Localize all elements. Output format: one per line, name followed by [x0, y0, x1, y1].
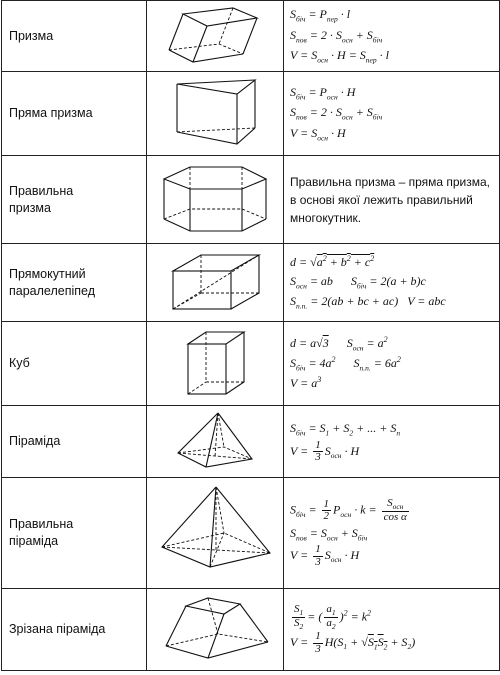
formula-volume: V = Sосн · H = Sпер · l [290, 48, 389, 65]
cuboid-figure [146, 243, 284, 322]
right-triangular-prism-figure [146, 71, 284, 156]
table-row-right-prism: Пряма призма Sбіч = Pосн · H Sпов = 2 · … [1, 71, 500, 156]
row-label-regular-prism: Правильна призма [1, 155, 147, 244]
row-label-pyramid: Піраміда [1, 405, 147, 478]
formula-diagonal-and-base: d = a√3 Sосн = a2 [290, 334, 388, 352]
formulas-prism: Sбіч = Pпер · l Sпов = 2 · Sосн + Sбіч V… [283, 0, 500, 72]
row-label-prism: Призма [1, 0, 147, 72]
frustum-figure [146, 588, 284, 671]
formula-lateral-area: Sбіч = Pосн · H [290, 84, 356, 102]
formula-volume: V = Sосн · H [290, 125, 346, 143]
table-row-regular-prism: Правильна призма Правильна призма – прям… [1, 155, 500, 244]
table-row-pyramid: Піраміда Sбіч = S1 + S2 + ... + Sn V = 1… [1, 405, 500, 478]
formula-lateral-and-total: Sбіч = 4a2 Sп.п. = 6a2 [290, 354, 401, 373]
oblique-prism-figure [146, 0, 284, 72]
formula-lateral-area: Sбіч = S1 + S2 + ... + Sn [290, 421, 401, 438]
formula-base-and-lateral: Sосн = ab Sбіч = 2(a + b)c [290, 273, 426, 291]
formula-diagonal: d = √a2 + b2 + c2 [290, 253, 375, 269]
formula-total-area: Sпов = 2 · Sосн + Sбіч [290, 105, 383, 122]
formula-volume: V = a3 [290, 375, 322, 391]
row-label-cube: Куб [1, 321, 147, 406]
row-label-right-prism: Пряма призма [1, 71, 147, 156]
formula-lateral-area: Sбіч = Pпер · l [290, 7, 351, 24]
hexagonal-prism-figure [146, 155, 284, 244]
regular-prism-definition: Правильна призма – пряма призма, в основ… [283, 155, 500, 244]
square-pyramid-figure [146, 405, 284, 478]
table-row-prism: Призма Sбіч = Pпер · l Sпов = 2 · Sосн +… [1, 0, 500, 72]
table-row-cuboid: Прямокутний паралелепіпед d = √a2 + b2 +… [1, 243, 500, 322]
row-label-cuboid: Прямокутний паралелепіпед [1, 243, 147, 322]
formula-total-area: Sпов = Sосн + Sбіч [290, 525, 368, 542]
formula-total-area: Sпов = 2 · Sосн + Sбіч [290, 27, 383, 45]
formula-total-and-volume: Sп.п. = 2(ab + bc + ac) V = abc [290, 294, 446, 311]
formulas-right-prism: Sбіч = Pосн · H Sпов = 2 · Sосн + Sбіч V… [283, 71, 500, 156]
row-label-regular-pyramid: Правильна піраміда [1, 477, 147, 589]
row-label-frustum: Зрізана піраміда [1, 588, 147, 671]
formulas-cube: d = a√3 Sосн = a2 Sбіч = 4a2 Sп.п. = 6a2… [283, 321, 500, 406]
table-row-cube: Куб d = a√3 Sосн = a2 Sбіч = 4a2 Sп.п. =… [1, 321, 500, 406]
formulas-cuboid: d = √a2 + b2 + c2 Sосн = ab Sбіч = 2(a +… [283, 243, 500, 322]
cube-figure [146, 321, 284, 406]
regular-pyramid-figure [146, 477, 284, 589]
